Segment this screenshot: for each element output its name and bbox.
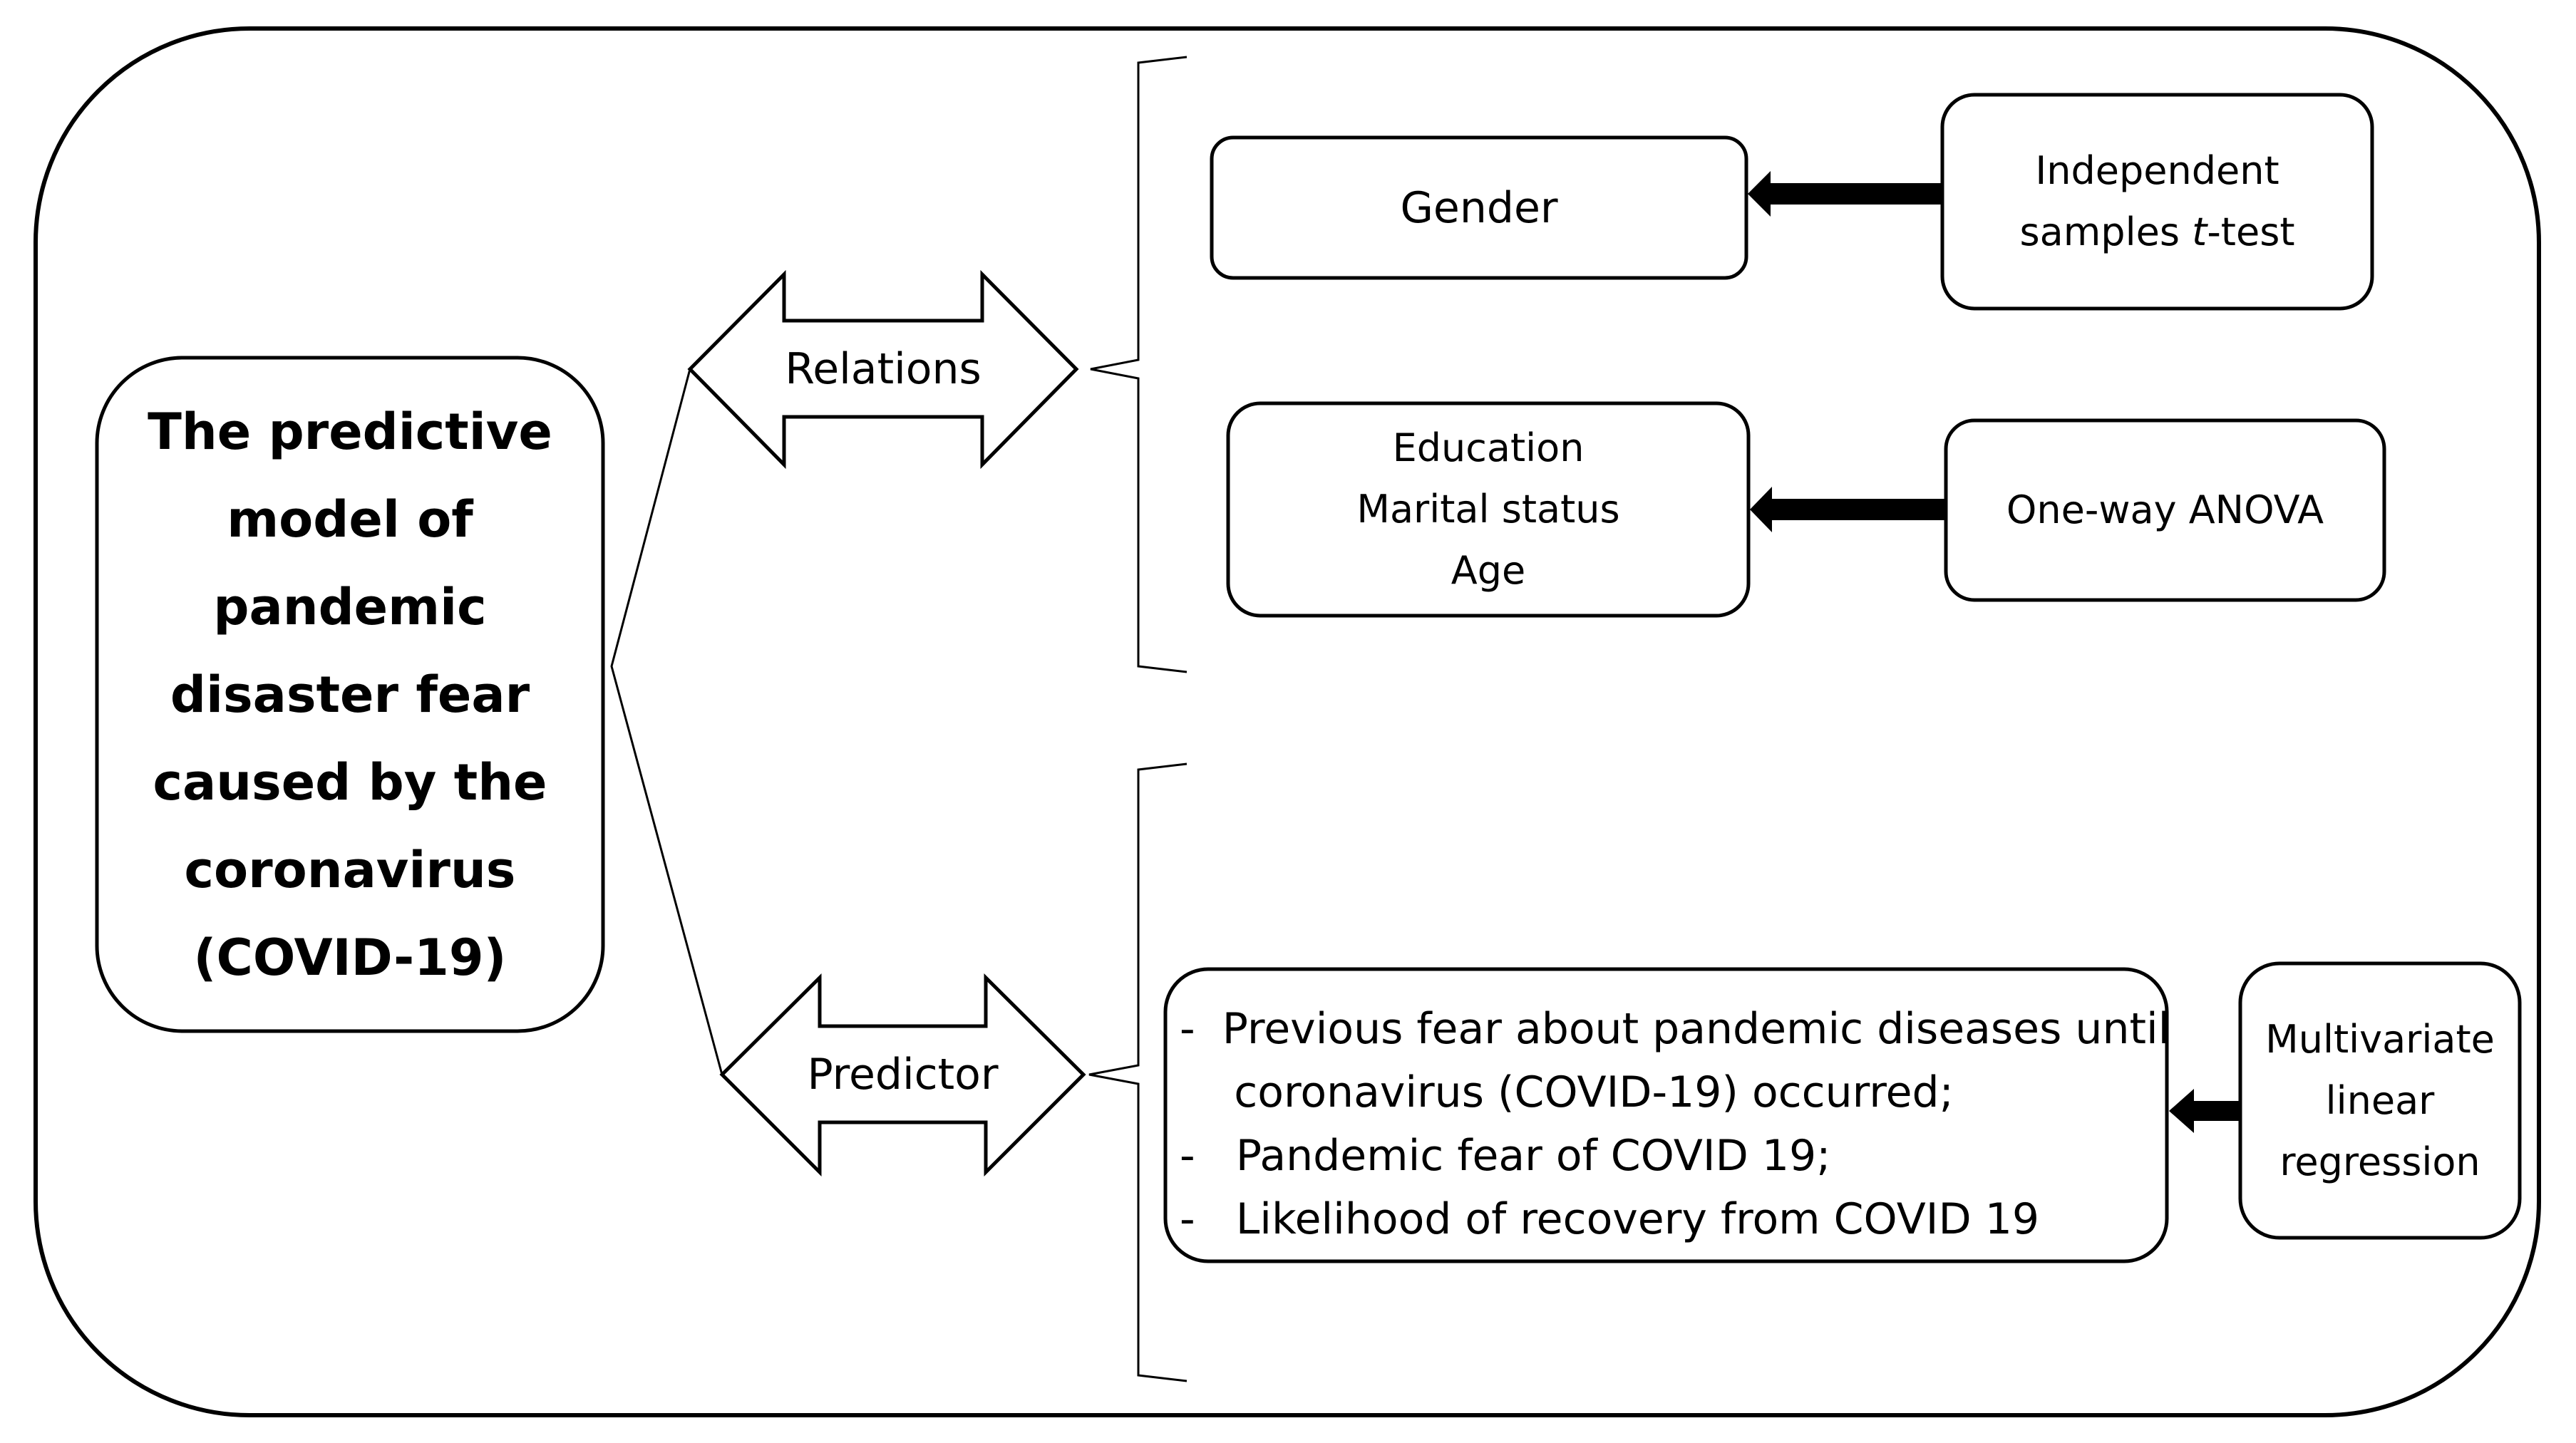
predictor-brace bbox=[1088, 762, 1187, 1382]
predictor-variable-line: coronavirus (COVID-19) occurred; bbox=[1180, 1067, 1954, 1117]
demographic-item: Education bbox=[1392, 425, 1585, 470]
title-line: caused by the bbox=[153, 752, 547, 812]
outer-frame bbox=[34, 26, 2541, 1417]
ttest-label: Independent samples t-test bbox=[1942, 95, 2372, 309]
relations-label: Relations bbox=[785, 344, 982, 394]
arrow-shaft-anova bbox=[1769, 499, 1946, 520]
gender-label: Gender bbox=[1400, 182, 1558, 233]
predictor-variable-line: - Pandemic fear of COVID 19; bbox=[1180, 1131, 1831, 1181]
ttest-line-1: Independent bbox=[2035, 148, 2279, 193]
title-box bbox=[95, 356, 605, 1033]
title-line: coronavirus bbox=[184, 840, 516, 899]
demographic-item: Age bbox=[1451, 548, 1526, 593]
title-text: The predictive model of pandemic disaste… bbox=[104, 371, 596, 1019]
ttest-line-2-pre: samples bbox=[2019, 210, 2193, 254]
gender-box bbox=[1210, 135, 1748, 280]
relations-double-arrow bbox=[687, 269, 1079, 470]
arrowhead-anova bbox=[1750, 487, 1772, 532]
title-line: model of bbox=[227, 490, 473, 549]
arrow-shaft-regression bbox=[2191, 1101, 2240, 1121]
title-line: disaster fear bbox=[170, 665, 530, 724]
ttest-italic-t: t bbox=[2192, 210, 2207, 254]
predictor-variable-line: - Likelihood of recovery from COVID 19 bbox=[1180, 1194, 2040, 1244]
ttest-line-2-post: -test bbox=[2207, 210, 2295, 254]
predictor-variables-box bbox=[1163, 967, 2169, 1263]
regression-line: linear bbox=[2325, 1077, 2435, 1123]
predictor-variable-line: - Previous fear about pandemic diseases … bbox=[1180, 1004, 2170, 1054]
arrowhead-ttest bbox=[1748, 171, 1771, 217]
predictor-label: Predictor bbox=[807, 1050, 999, 1100]
connector-line bbox=[610, 368, 723, 1075]
relations-brace bbox=[1090, 56, 1187, 673]
anova-label: One-way ANOVA bbox=[2006, 487, 2324, 532]
predictor-variable-list: - Previous fear about pandemic diseases … bbox=[1180, 998, 2170, 1251]
arrowhead-regression bbox=[2169, 1089, 2194, 1133]
demographics-label: Education Marital status Age bbox=[1228, 403, 1748, 616]
predictor-double-arrow bbox=[719, 973, 1086, 1177]
arrow-shaft-ttest bbox=[1768, 183, 1942, 205]
regression-box bbox=[2238, 961, 2522, 1240]
demographics-box bbox=[1226, 401, 1751, 618]
title-line: pandemic bbox=[213, 577, 487, 636]
demographic-item: Marital status bbox=[1356, 487, 1620, 532]
ttest-line-2: samples t-test bbox=[2019, 202, 2294, 263]
title-line: (COVID-19) bbox=[193, 928, 507, 987]
regression-label: Multivariate linear regression bbox=[2240, 963, 2520, 1238]
regression-line: Multivariate bbox=[2265, 1016, 2495, 1062]
title-line: The predictive bbox=[148, 402, 552, 461]
regression-line: regression bbox=[2279, 1139, 2480, 1184]
